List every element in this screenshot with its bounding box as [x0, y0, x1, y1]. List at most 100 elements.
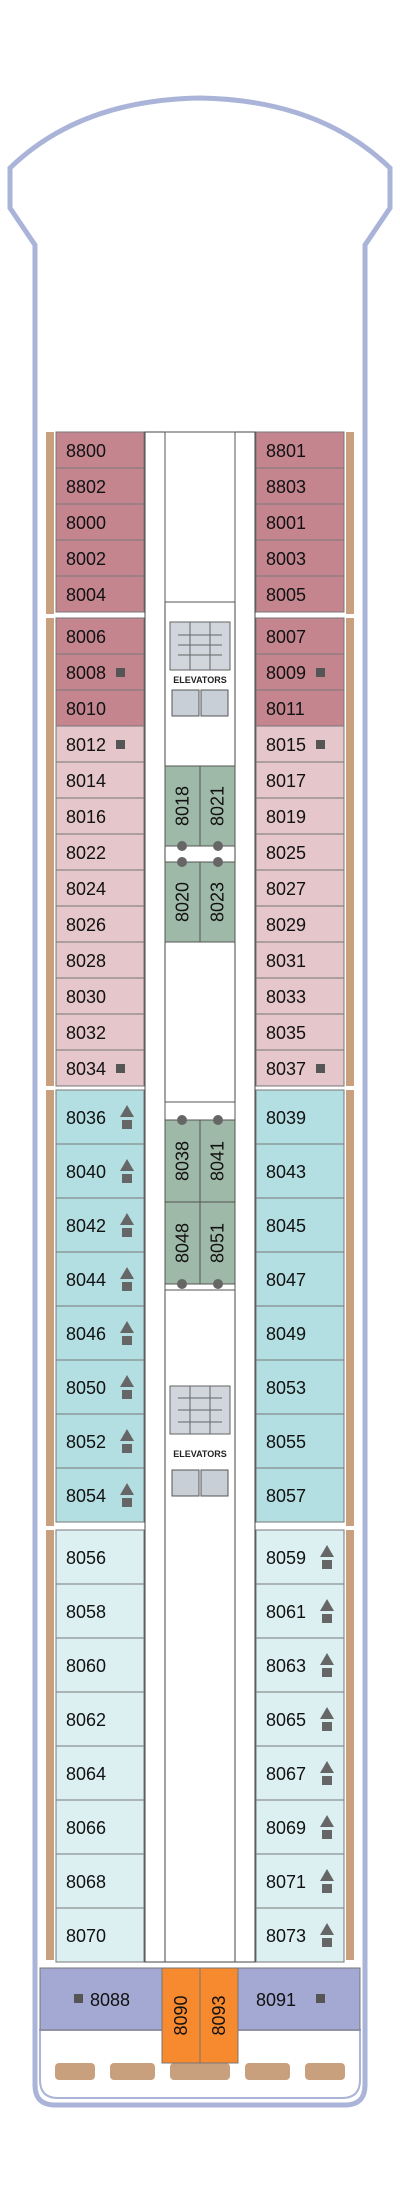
cabin-8044[interactable]: 8044: [55, 1251, 145, 1307]
cabin-8023[interactable]: 8023: [199, 861, 236, 943]
cabin-8048[interactable]: 8048: [164, 1201, 201, 1285]
cabin-8034[interactable]: 8034: [55, 1049, 145, 1087]
cabin-8090[interactable]: 8090: [161, 1967, 201, 2064]
cabin-8008[interactable]: 8008: [55, 653, 145, 691]
cabin-box: [55, 503, 145, 541]
dot-icon: [177, 857, 187, 867]
cabin-8000[interactable]: 8000: [55, 503, 145, 541]
cabin-8047[interactable]: 8047: [255, 1251, 345, 1307]
cabin-8032[interactable]: 8032: [55, 1013, 145, 1051]
cabin-8065[interactable]: 8065: [255, 1691, 345, 1747]
cabin-8056[interactable]: 8056: [55, 1529, 145, 1585]
cabin-8088[interactable]: 8088: [39, 1967, 163, 2031]
cabin-8093[interactable]: 8093: [199, 1967, 239, 2064]
cabin-box: [255, 1049, 345, 1087]
cabin-box: [55, 905, 145, 943]
cabin-8040[interactable]: 8040: [55, 1143, 145, 1199]
cabin-8043[interactable]: 8043: [255, 1143, 345, 1199]
cabin-8066[interactable]: 8066: [55, 1799, 145, 1855]
cabin-number: 8093: [209, 1995, 229, 2035]
bed-icon: [320, 1545, 334, 1557]
cabin-8057[interactable]: 8057: [255, 1467, 345, 1523]
cabin-8073[interactable]: 8073: [255, 1907, 345, 1963]
cabin-8003[interactable]: 8003: [255, 539, 345, 577]
cabin-8021[interactable]: 8021: [199, 765, 236, 847]
cabin-8801[interactable]: 8801: [255, 431, 345, 469]
cabin-8027[interactable]: 8027: [255, 869, 345, 907]
cabin-8007[interactable]: 8007: [255, 617, 345, 655]
cabin-box: [255, 1251, 345, 1307]
cabin-8038[interactable]: 8038: [164, 1119, 201, 1203]
bed-icon: [122, 1174, 132, 1183]
cabin-box: [55, 575, 145, 613]
cabin-8802[interactable]: 8802: [55, 467, 145, 505]
cabin-8071[interactable]: 8071: [255, 1853, 345, 1909]
cabin-8052[interactable]: 8052: [55, 1413, 145, 1469]
cabin-number: 8061: [266, 1602, 306, 1622]
cabin-8049[interactable]: 8049: [255, 1305, 345, 1361]
cabin-box: [255, 653, 345, 691]
cabin-8068[interactable]: 8068: [55, 1853, 145, 1909]
cabin-8069[interactable]: 8069: [255, 1799, 345, 1855]
cabin-number: 8021: [208, 786, 228, 826]
bed-icon: [322, 1776, 332, 1785]
cabin-8042[interactable]: 8042: [55, 1197, 145, 1253]
cabin-8055[interactable]: 8055: [255, 1413, 345, 1469]
cabin-8059[interactable]: 8059: [255, 1529, 345, 1585]
cabin-8058[interactable]: 8058: [55, 1583, 145, 1639]
cabin-8012[interactable]: 8012: [55, 725, 145, 763]
cabin-8006[interactable]: 8006: [55, 617, 145, 655]
cabin-8010[interactable]: 8010: [55, 689, 145, 727]
cabin-8029[interactable]: 8029: [255, 905, 345, 943]
cabin-box: [255, 977, 345, 1015]
cabin-8025[interactable]: 8025: [255, 833, 345, 871]
cabin-8011[interactable]: 8011: [255, 689, 345, 727]
cabin-8019[interactable]: 8019: [255, 797, 345, 835]
cabin-8800[interactable]: 8800: [55, 431, 145, 469]
cabin-8004[interactable]: 8004: [55, 575, 145, 613]
cabin-8020[interactable]: 8020: [164, 861, 201, 943]
cabin-8026[interactable]: 8026: [55, 905, 145, 943]
cabin-8051[interactable]: 8051: [199, 1201, 236, 1285]
cabin-8036[interactable]: 8036: [55, 1089, 145, 1145]
cabin-8041[interactable]: 8041: [199, 1119, 236, 1203]
cabin-8064[interactable]: 8064: [55, 1745, 145, 1801]
cabin-8037[interactable]: 8037: [255, 1049, 345, 1087]
cabin-8022[interactable]: 8022: [55, 833, 145, 871]
cabin-8035[interactable]: 8035: [255, 1013, 345, 1051]
cabin-8001[interactable]: 8001: [255, 503, 345, 541]
cabin-number: 8007: [266, 627, 306, 647]
cabin-8033[interactable]: 8033: [255, 977, 345, 1015]
cabin-8054[interactable]: 8054: [55, 1467, 145, 1523]
cabin-8039[interactable]: 8039: [255, 1089, 345, 1145]
cabin-8009[interactable]: 8009: [255, 653, 345, 691]
cabin-8046[interactable]: 8046: [55, 1305, 145, 1361]
cabin-8015[interactable]: 8015: [255, 725, 345, 763]
cabin-8014[interactable]: 8014: [55, 761, 145, 799]
cabin-8017[interactable]: 8017: [255, 761, 345, 799]
cabin-8050[interactable]: 8050: [55, 1359, 145, 1415]
cabin-8045[interactable]: 8045: [255, 1197, 345, 1253]
cabin-box: [164, 765, 201, 847]
cabin-8018[interactable]: 8018: [164, 765, 201, 847]
cabin-box: [55, 1907, 145, 1963]
cabin-8002[interactable]: 8002: [55, 539, 145, 577]
cabin-8091[interactable]: 8091: [237, 1967, 361, 2031]
cabin-8060[interactable]: 8060: [55, 1637, 145, 1693]
cabin-8067[interactable]: 8067: [255, 1745, 345, 1801]
cabin-8063[interactable]: 8063: [255, 1637, 345, 1693]
cabin-8016[interactable]: 8016: [55, 797, 145, 835]
cabin-8030[interactable]: 8030: [55, 977, 145, 1015]
cabin-8031[interactable]: 8031: [255, 941, 345, 979]
cabin-8070[interactable]: 8070: [55, 1907, 145, 1963]
cabin-8053[interactable]: 8053: [255, 1359, 345, 1415]
cabin-8028[interactable]: 8028: [55, 941, 145, 979]
elevator-block-aft: ELEVATORS: [169, 1385, 231, 1497]
cabin-8061[interactable]: 8061: [255, 1583, 345, 1639]
cabin-8005[interactable]: 8005: [255, 575, 345, 613]
cabin-number: 8063: [266, 1656, 306, 1676]
cabin-8803[interactable]: 8803: [255, 467, 345, 505]
cabin-8024[interactable]: 8024: [55, 869, 145, 907]
cabin-8062[interactable]: 8062: [55, 1691, 145, 1747]
square-icon: [316, 1994, 325, 2003]
